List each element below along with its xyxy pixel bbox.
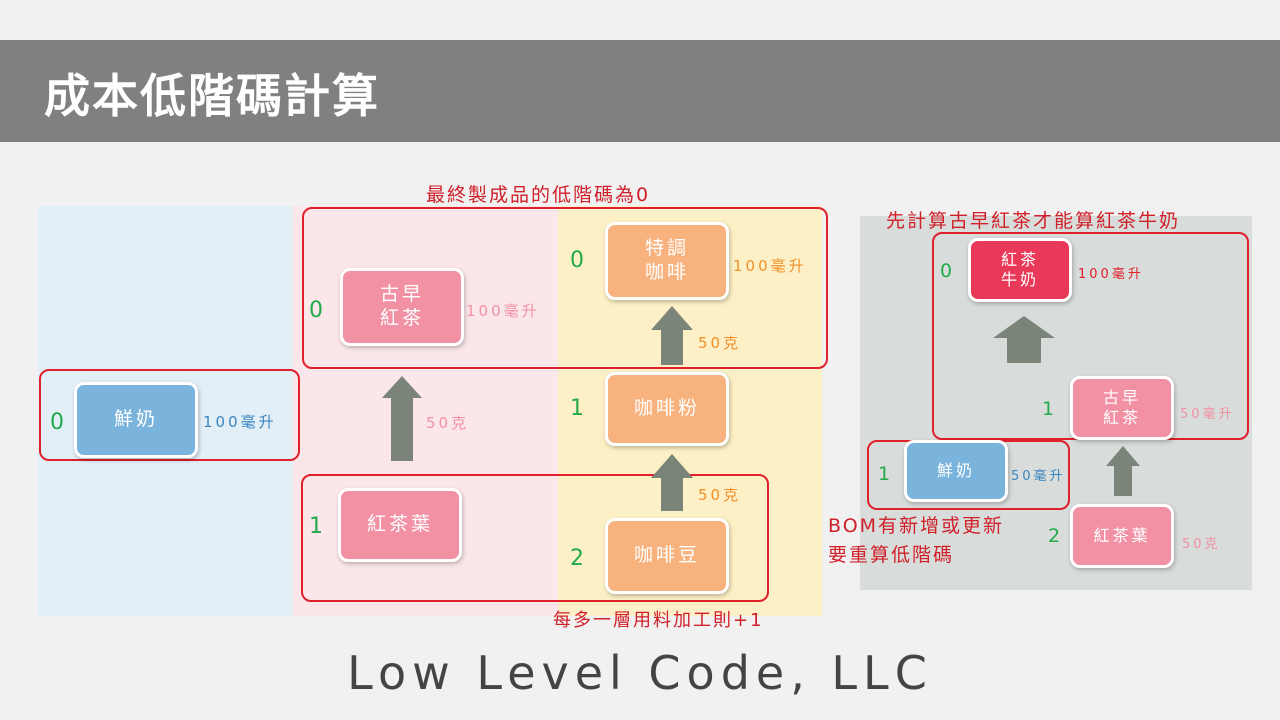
node-gu-zao-hong-cha: 古早 紅茶: [340, 268, 464, 346]
qty-hong-cha-niu-nai: 100毫升: [1078, 267, 1144, 282]
redbox-milk: [39, 369, 300, 461]
node-right-hong-cha-ye: 紅茶葉: [1070, 504, 1174, 568]
page-title: 成本低階碼計算: [44, 69, 380, 123]
qty-edge-bean: 50克: [698, 486, 742, 504]
footer-caption: Low Level Code, LLC: [347, 646, 933, 700]
qty-edge-tea-leaf: 50克: [426, 414, 470, 432]
level-ka-fei-dou: 2: [570, 546, 584, 571]
qty-right-hong-cha-ye: 50克: [1182, 537, 1221, 552]
note-level-increment: 每多一層用料加工則+1: [553, 610, 764, 631]
level-right-gu-zao-hong-cha: 1: [1042, 398, 1055, 420]
level-xian-nai: 0: [50, 410, 64, 435]
node-hong-cha-niu-nai: 紅茶 牛奶: [968, 238, 1072, 302]
node-te-diao-ka-fei: 特調 咖啡: [605, 222, 729, 300]
level-hong-cha-niu-nai: 0: [940, 260, 953, 282]
level-gu-zao-hong-cha: 0: [309, 298, 323, 323]
node-ka-fei-fen: 咖啡粉: [605, 372, 729, 446]
qty-te-diao-ka-fei: 100毫升: [733, 257, 807, 275]
level-right-xian-nai: 1: [878, 463, 891, 485]
qty-right-gu-zao-hong-cha: 50毫升: [1180, 407, 1235, 422]
node-hong-cha-ye: 紅茶葉: [338, 488, 462, 562]
level-ka-fei-fen: 1: [570, 396, 584, 421]
node-ka-fei-dou: 咖啡豆: [605, 518, 729, 594]
redbox-finished-products: [302, 207, 828, 369]
qty-gu-zao-hong-cha: 100毫升: [466, 302, 540, 320]
level-hong-cha-ye: 1: [309, 514, 323, 539]
qty-right-xian-nai: 50毫升: [1011, 469, 1066, 484]
qty-xian-nai: 100毫升: [203, 413, 277, 431]
title-bar: 成本低階碼計算: [0, 40, 1280, 142]
node-right-xian-nai: 鮮奶: [904, 440, 1008, 502]
note-final-product-level: 最終製成品的低階碼為0: [426, 184, 651, 206]
qty-edge-powder: 50克: [698, 334, 742, 352]
level-right-hong-cha-ye: 2: [1048, 525, 1061, 547]
note-calc-order: 先計算古早紅茶才能算紅茶牛奶: [886, 210, 1181, 232]
node-xian-nai: 鮮奶: [74, 382, 198, 458]
node-right-gu-zao-hong-cha: 古早 紅茶: [1070, 376, 1174, 440]
level-te-diao-ka-fei: 0: [570, 248, 584, 273]
note-bom-update: BOM有新增或更新 要重算低階碼: [828, 515, 1005, 566]
redbox-raw-level: [301, 474, 769, 602]
